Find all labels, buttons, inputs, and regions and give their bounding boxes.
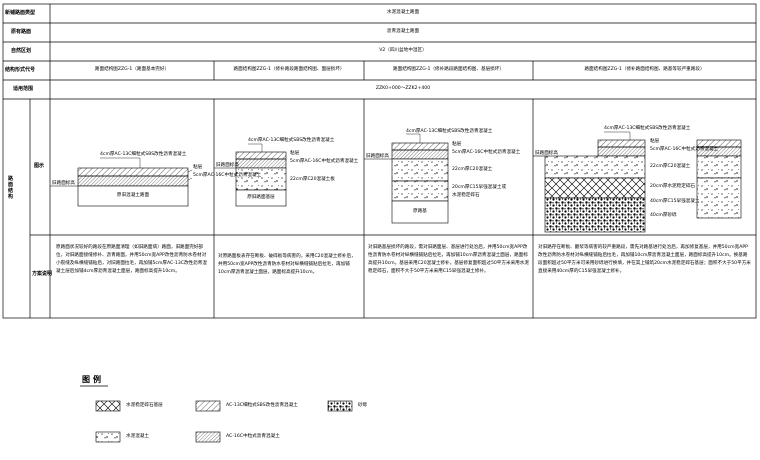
d4-ac13c-left <box>597 139 646 148</box>
d2-ac16c-layer <box>235 158 287 169</box>
d3-layer-3: 22cm厚C20混凝土 <box>452 167 493 172</box>
row5-label: 适用范围 <box>13 86 34 92</box>
diagram-1 <box>50 157 193 207</box>
row1-value: 水泥混凝土路面 <box>386 10 420 15</box>
d1-layer-2: 5cm厚AC-16C中粒式沥青混凝土 <box>193 173 262 178</box>
d2-layer-3: 22cm厚C20混凝土板 <box>290 177 335 182</box>
row4-col2: 路面结构图ZZG-1（修补路段路面结构图、面层损坏） <box>233 67 345 72</box>
d1-side-label: 旧路面标高 <box>52 181 75 186</box>
d3-layer-2: 5cm厚AC-16C中粒式沥青混凝土 <box>452 150 521 155</box>
d4-stab-gravel <box>544 177 646 199</box>
d4-ac16c-left <box>597 146 646 157</box>
sub-diagram-label: 图示 <box>34 163 45 169</box>
diagram-4 <box>533 131 742 233</box>
d3-layer-5: 水泥稳定碎石 <box>452 193 480 198</box>
legend-item-5: AC-16C中粒式沥青混凝土 <box>226 434 280 439</box>
section-label: 路面结构 <box>8 176 14 200</box>
legend-item-3: 砂砾 <box>358 403 368 408</box>
row4-label: 结构形式代号 <box>5 67 36 73</box>
d2-side-label: 旧路面标高 <box>216 163 239 168</box>
d3-layer-1: 粘层 <box>452 142 462 147</box>
diagram-3 <box>364 133 449 224</box>
plan-3: 对旧路基层损坏的路段，需对旧路面层、基层进行处治后，并用50cm宽APP改性沥青… <box>368 245 529 274</box>
d3-top-label: 4cm厚AC-13C细粒式SBS改性沥青混凝土 <box>406 129 493 134</box>
d4-layer-4: 20cm厚水泥稳定碎石 <box>650 184 696 189</box>
d1-top-label: 4cm厚AC-13C细粒式SBS改性沥青混凝土 <box>100 152 187 157</box>
legend-item-2: AC-13C细粒式SBS改性沥青混凝土 <box>226 403 298 408</box>
row3-label: 自然区划 <box>11 48 32 54</box>
row4-col1: 路面结构图ZZG-1（路面基本完好） <box>94 67 170 72</box>
row3-value: V2（四川盆地中湿区） <box>379 48 427 53</box>
legend-title: 图例 <box>82 375 104 384</box>
d4-c15-right <box>696 177 742 219</box>
row4-col3: 路面结构图ZZG-1（修补路段路面结构图、基层损坏） <box>393 67 504 72</box>
d2-top-label: 4cm厚AC-13C细粒式SBS改性沥青混凝土 <box>248 138 335 143</box>
d1-base-label: 原旧混凝土路面 <box>116 193 150 198</box>
d3-subgrade <box>391 200 449 224</box>
sand-gravel-icon <box>327 400 353 412</box>
d1-ac16c-layer <box>77 175 189 187</box>
ac16c-hatch-icon <box>195 431 221 443</box>
d3-layer-4: 20cm厚C15早强混凝土或 <box>452 185 507 190</box>
d4-ac13c-right <box>696 139 742 148</box>
d3-ac13c-layer <box>391 142 449 151</box>
d4-top-label: 4cm厚AC-13C细粒式SBS改性沥青混凝土 <box>604 126 691 131</box>
d4-layer-5: 40cm厚C15早强混凝土 <box>650 199 700 204</box>
cement-concrete-icon <box>95 431 121 443</box>
d1-ac13c-layer <box>77 167 189 177</box>
d4-layer-2: 5cm厚AC-16C中粒式沥青混凝土 <box>650 147 719 152</box>
d4-layer-1: 粘层 <box>650 139 660 144</box>
d1-old-concrete <box>77 185 189 207</box>
ac13c-hatch-icon <box>195 400 221 412</box>
d3-c15-layer <box>391 180 449 202</box>
d3-base-label: 原路基 <box>413 209 427 214</box>
plan-1: 原路面状况较好的路段在原路面清理（如旧路面病）路面，旧路面完好部位，对旧路面接缝… <box>56 245 207 274</box>
row5-value: ZZK0+000～ZZK2+400 <box>375 86 431 91</box>
d1-layer-1: 粘层 <box>193 165 203 170</box>
cement-stabilized-gravel-icon <box>95 400 121 412</box>
row4-col4: 路面结构图ZZG-1（修补路面结构图、路基等较严重路段） <box>584 67 705 72</box>
row2-label: 原有路面 <box>11 29 32 35</box>
diagram-2 <box>214 143 287 207</box>
row2-value: 沥青混凝土路面 <box>386 29 420 34</box>
d2-layer-1: 粘层 <box>290 151 300 156</box>
d2-old-base <box>235 189 287 207</box>
d3-side-label: 旧路面标高 <box>366 154 389 159</box>
legend-item-4: 水泥混凝土 <box>126 434 149 439</box>
legend-item-1: 水泥稳定碎石基层 <box>126 403 163 408</box>
legend-swatches <box>80 385 353 443</box>
d2-c20-layer <box>235 167 287 191</box>
plan-2: 对原路面板表存在断板、破碎板等病害的，采用C20混凝土修补后，并用50cm宽AP… <box>218 254 356 275</box>
d4-c20-left <box>544 155 646 179</box>
d4-sand-gravel <box>544 197 646 233</box>
d2-layer-2: 5cm厚AC-16C中粒式沥青混凝土 <box>290 159 359 164</box>
row1-label: 新铺路面类型 <box>5 10 36 16</box>
d4-layer-3: 22cm厚C20混凝土 <box>650 164 691 169</box>
d3-c20-layer <box>391 158 449 182</box>
d3-ac16c-layer <box>391 149 449 160</box>
sub-plan-label: 方案说明 <box>32 271 53 277</box>
d4-c20-right <box>696 155 742 179</box>
d4-layer-6: 40cm厚砂砾 <box>650 213 677 218</box>
plan-4: 对旧路存在断板、翻浆等病害的较严重路段，需先对路基进行处治后，再加修复基层，并用… <box>538 245 751 274</box>
d2-base-label: 原旧路面基层 <box>247 195 275 200</box>
d2-ac13c-layer <box>235 151 287 160</box>
d4-side-label: 旧路面标高 <box>535 151 558 156</box>
